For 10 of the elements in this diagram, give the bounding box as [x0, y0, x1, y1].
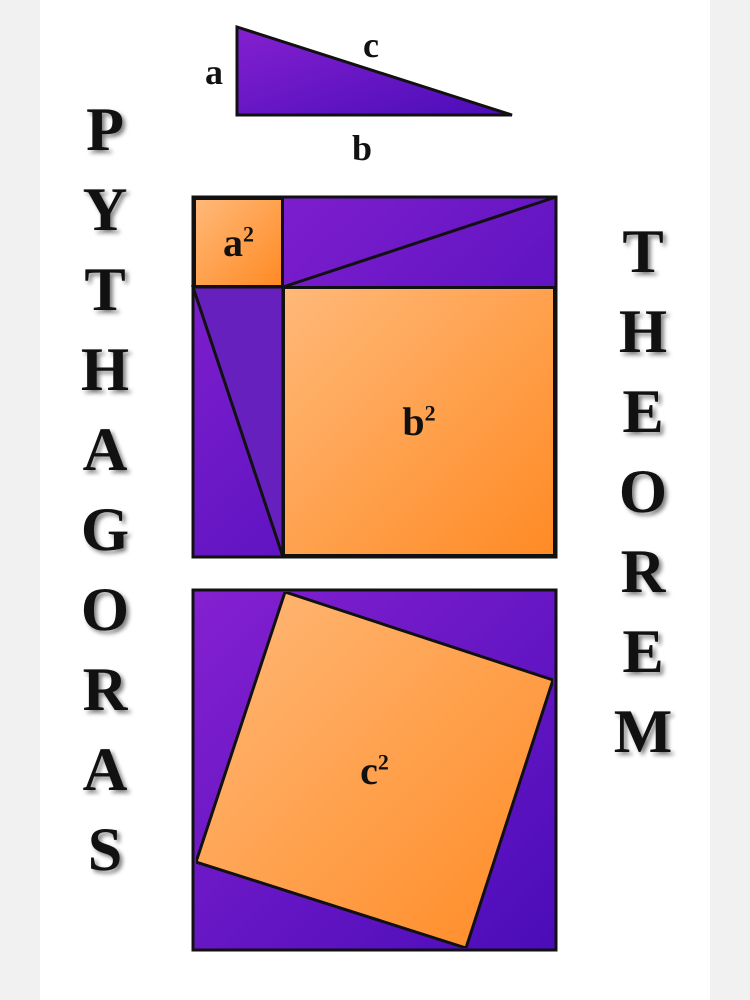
area-label: b$^{2}$: [402, 398, 436, 445]
vertical-title: THEOREM: [612, 217, 674, 768]
side-label: a: [205, 51, 223, 93]
area-label: a$^{2}$: [223, 219, 254, 266]
side-label: b: [352, 127, 372, 169]
square-area: [193, 197, 284, 288]
square-area: [282, 286, 556, 557]
side-label: c: [363, 24, 379, 66]
vertical-title: PYTHAGORAS: [80, 95, 130, 886]
area-label: c$^{2}$: [360, 746, 389, 794]
